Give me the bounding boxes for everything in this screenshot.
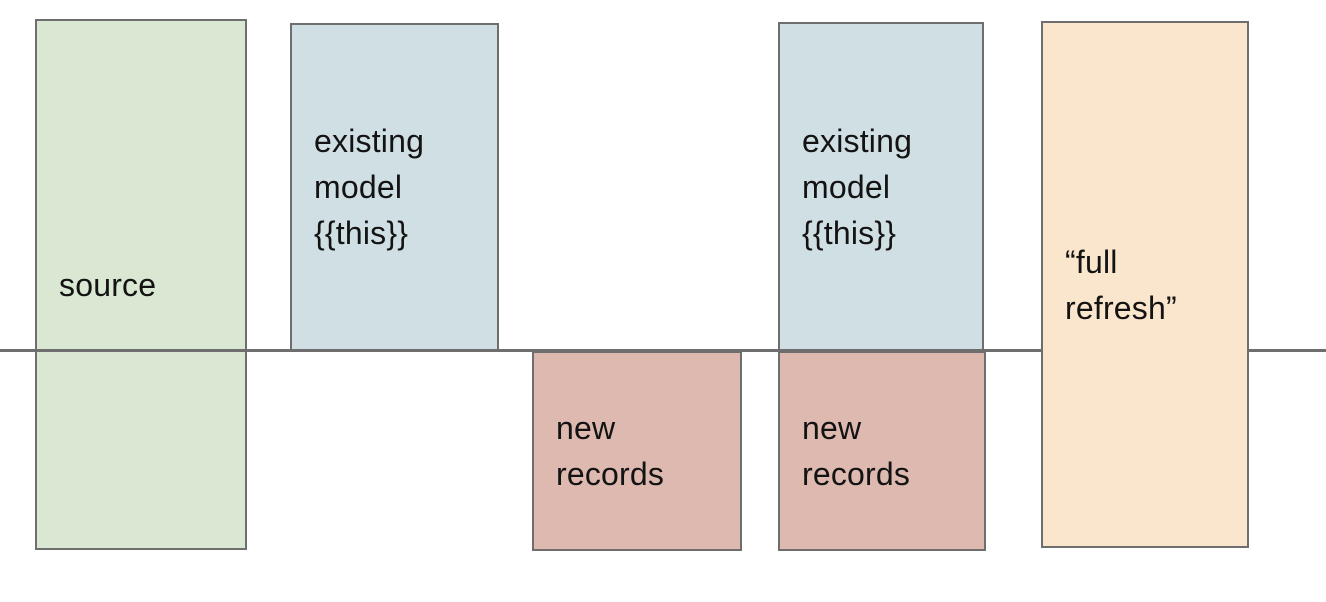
baseline-rule	[0, 349, 1326, 352]
new-records-label-right: new records	[802, 410, 911, 492]
new-records-box-right: new records	[778, 351, 986, 551]
existing-model-label-left: existing model {{this}}	[314, 123, 425, 251]
existing-model-box-left: existing model {{this}}	[290, 23, 499, 351]
existing-model-box-right: existing model {{this}}	[778, 22, 984, 351]
source-label: source	[59, 266, 157, 303]
full-refresh-box: “full refresh”	[1041, 21, 1249, 548]
existing-model-label-right: existing model {{this}}	[802, 122, 913, 251]
new-records-label-left: new records	[556, 410, 665, 492]
new-records-box-left: new records	[532, 351, 742, 551]
source-box: source	[35, 19, 247, 550]
full-refresh-label: “full refresh”	[1065, 243, 1177, 326]
